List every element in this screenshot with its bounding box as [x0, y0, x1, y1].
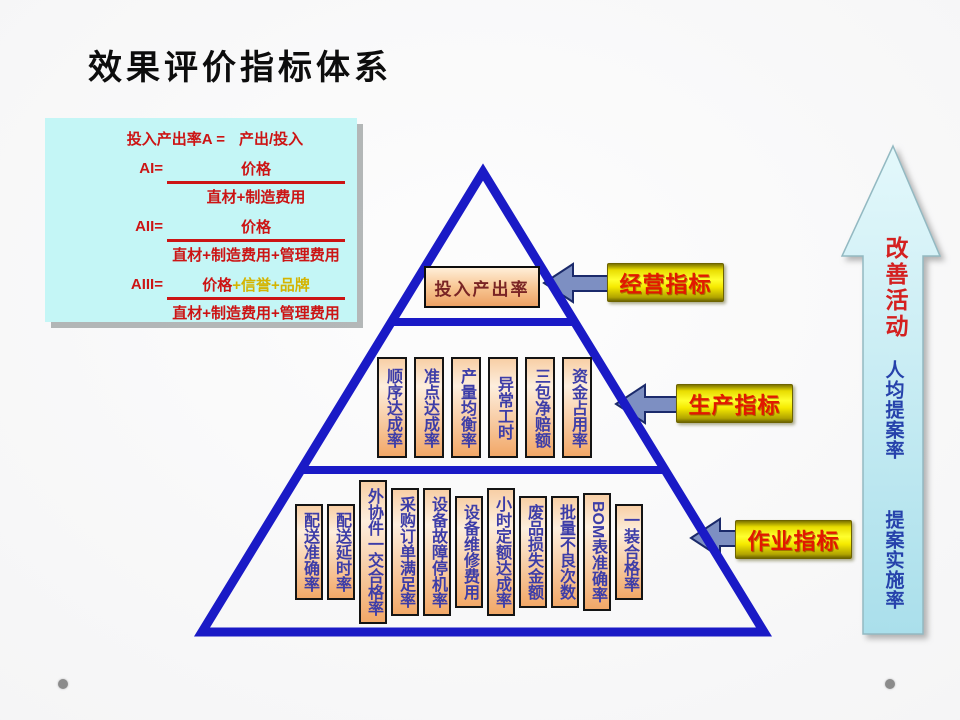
up-arrow-shape	[840, 144, 942, 635]
metric-box: 资金占用率	[562, 357, 592, 458]
fraction-numerator-highlight: +信誉+品牌	[232, 277, 310, 294]
fraction: 价格 直材+制造费用+管理费用	[167, 216, 345, 265]
metric-box: 设备维修费用	[455, 496, 483, 608]
formula-row-label: AII=	[135, 218, 163, 235]
formula-row-label: AI=	[139, 160, 163, 177]
pyramid-outline	[193, 163, 773, 637]
tier-label-operations: 作业指标	[735, 520, 852, 559]
formula-fraction-row: AIII= 价格+信誉+品牌 直材+制造费用+管理费用	[53, 274, 349, 323]
fraction-numerator: 价格+信誉+品牌	[167, 274, 345, 300]
metric-box: 外协件一交合格率	[359, 480, 387, 624]
fraction-numerator: 价格	[167, 158, 345, 184]
metric-box: 配送延时率	[327, 504, 355, 600]
metric-box: 准点达成率	[414, 357, 444, 458]
decorative-dot-right	[885, 679, 895, 689]
metric-box: 采购订单满足率	[391, 488, 419, 616]
metric-box: 异常工时	[488, 357, 518, 458]
metric-box: 小时定额达成率	[487, 488, 515, 616]
improvement-arrow-title: 改善活动	[882, 236, 908, 340]
bottom-metric-row: 配送准确率 配送延时率 外协件一交合格率 采购订单满足率 设备故障停机率 设备维…	[295, 474, 643, 630]
page-title: 效果评价指标体系	[88, 49, 392, 87]
fraction-denominator: 直材+制造费用	[206, 189, 306, 206]
formula-intro-value: 产出/投入	[239, 131, 304, 148]
improvement-up-arrow	[840, 144, 942, 635]
fraction-numerator: 价格	[167, 216, 345, 242]
improvement-metric: 人均提案率	[882, 360, 904, 460]
improvement-metric: 提案实施率	[882, 510, 904, 610]
metric-box: 三包净赔额	[525, 357, 555, 458]
metric-box: 批量不良次数	[551, 496, 579, 608]
metric-box: BOM表准确率	[583, 493, 611, 611]
formula-intro-label: 投入产出率A =	[126, 131, 225, 148]
metric-box: 产量均衡率	[451, 357, 481, 458]
fraction: 价格 直材+制造费用	[167, 158, 345, 207]
tier-label-management: 经营指标	[607, 263, 724, 302]
improvement-metric-list: 人均提案率 提案实施率	[874, 360, 912, 610]
fraction-denominator: 直材+制造费用+管理费用	[172, 305, 340, 322]
decorative-dot-left	[58, 679, 68, 689]
metric-box: 一装合格率	[615, 504, 643, 600]
formula-panel: 投入产出率A = 产出/投入 AI= 价格 直材+制造费用 AII= 价格	[45, 118, 357, 322]
metric-box: 设备故障停机率	[423, 488, 451, 616]
tier-label-production: 生产指标	[676, 384, 793, 423]
fraction: 价格+信誉+品牌 直材+制造费用+管理费用	[167, 274, 345, 323]
top-metric-box: 投入产出率	[424, 266, 540, 308]
metric-box: 配送准确率	[295, 504, 323, 600]
metric-box: 顺序达成率	[377, 357, 407, 458]
formula-row-label: AIII=	[130, 276, 163, 293]
fraction-denominator: 直材+制造费用+管理费用	[172, 247, 340, 264]
middle-metric-row: 顺序达成率 准点达成率 产量均衡率 异常工时 三包净赔额 资金占用率	[377, 357, 592, 458]
formula-fraction-row: AII= 价格 直材+制造费用+管理费用	[53, 216, 349, 265]
formula-fraction-row: AI= 价格 直材+制造费用	[53, 158, 349, 207]
formula-intro-row: 投入产出率A = 产出/投入	[53, 128, 349, 149]
formula-fraction-list: AI= 价格 直材+制造费用 AII= 价格 直材+制造费用+管理费用 AI	[53, 158, 349, 323]
metric-box: 废品损失金额	[519, 496, 547, 608]
